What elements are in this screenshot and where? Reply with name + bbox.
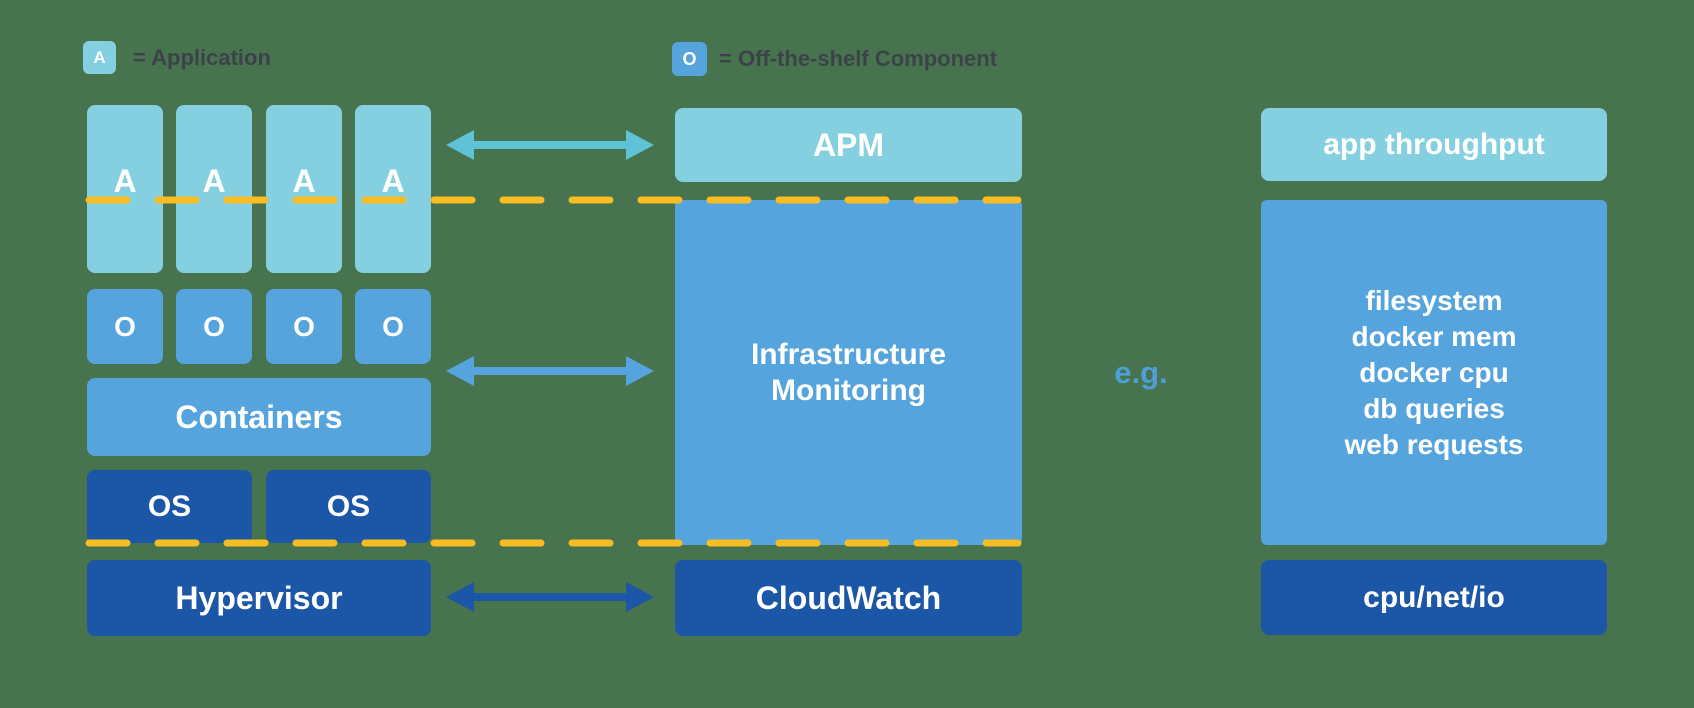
containers-infra-double-arrow-icon [446, 356, 654, 386]
hypervisor-box: Hypervisor [87, 560, 431, 636]
apps-apm-double-arrow-icon [446, 130, 654, 160]
app-throughput-box: app throughput [1261, 108, 1607, 181]
metric-item: db queries [1363, 392, 1505, 424]
metric-item: web requests [1344, 428, 1524, 460]
apm-box: APM [675, 108, 1022, 182]
cpu-net-io-box: cpu/net/io [1261, 560, 1607, 635]
example-label: e.g. [1114, 355, 1168, 390]
legend-application-swatch: A [83, 41, 116, 74]
app-column: A [176, 105, 252, 273]
app-boundary-dashed-line [85, 196, 1022, 204]
metric-item: filesystem [1365, 284, 1503, 316]
metric-item: docker cpu [1359, 356, 1509, 388]
legend-off-the-shelf-symbol: O [682, 48, 697, 69]
off-the-shelf-box: O [355, 289, 431, 364]
legend-application-label: = Application [133, 45, 271, 70]
off-the-shelf-box: O [176, 289, 252, 364]
os-boundary-dashed-line [85, 539, 1022, 547]
containers-box: Containers [87, 378, 431, 456]
legend-application-symbol: A [93, 47, 106, 67]
os-box: OS [87, 470, 252, 543]
metric-item: docker mem [1351, 320, 1517, 352]
legend-off-the-shelf-swatch: O [672, 42, 707, 76]
app-column: A [355, 105, 431, 273]
legend-off-the-shelf-label: = Off-the-shelf Component [719, 46, 998, 71]
app-column: A [87, 105, 163, 273]
infrastructure-monitoring-box: Infrastructure Monitoring [675, 200, 1022, 545]
os-box: OS [266, 470, 431, 543]
app-column: A [266, 105, 342, 273]
infra-metric-examples-box: filesystem docker mem docker cpu db quer… [1261, 200, 1607, 545]
off-the-shelf-box: O [87, 289, 163, 364]
cloudwatch-box: CloudWatch [675, 560, 1022, 636]
hypervisor-cloudwatch-double-arrow-icon [446, 582, 654, 612]
off-the-shelf-box: O [266, 289, 342, 364]
